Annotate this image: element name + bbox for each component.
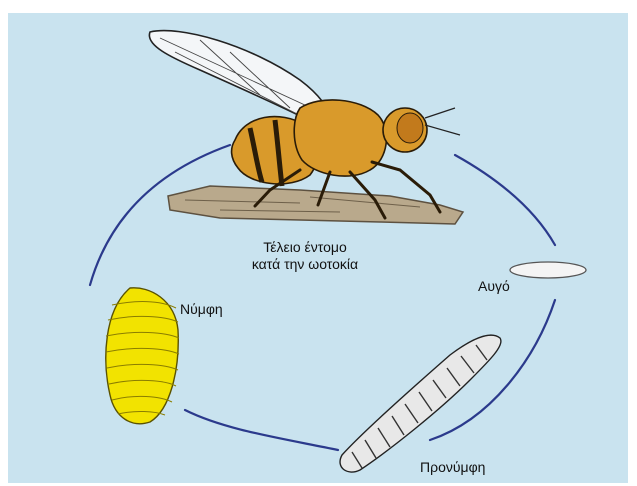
label-adult-line2: κατά την ωοτοκία [240, 256, 370, 273]
label-adult: Τέλειο έντομο κατά την ωοτοκία [240, 239, 370, 273]
label-larva: Προνύμφη [420, 459, 485, 476]
branch-illustration [168, 186, 463, 224]
pupa-illustration [106, 288, 179, 424]
label-adult-line1: Τέλειο έντομο [240, 239, 370, 256]
label-egg: Αυγό [478, 278, 510, 295]
arrow-larva-to-pupa [185, 410, 338, 450]
larva-illustration [340, 335, 501, 472]
egg-illustration [510, 262, 586, 278]
arrow-adult-to-egg [455, 155, 555, 245]
label-pupa: Νύμφη [180, 301, 223, 318]
